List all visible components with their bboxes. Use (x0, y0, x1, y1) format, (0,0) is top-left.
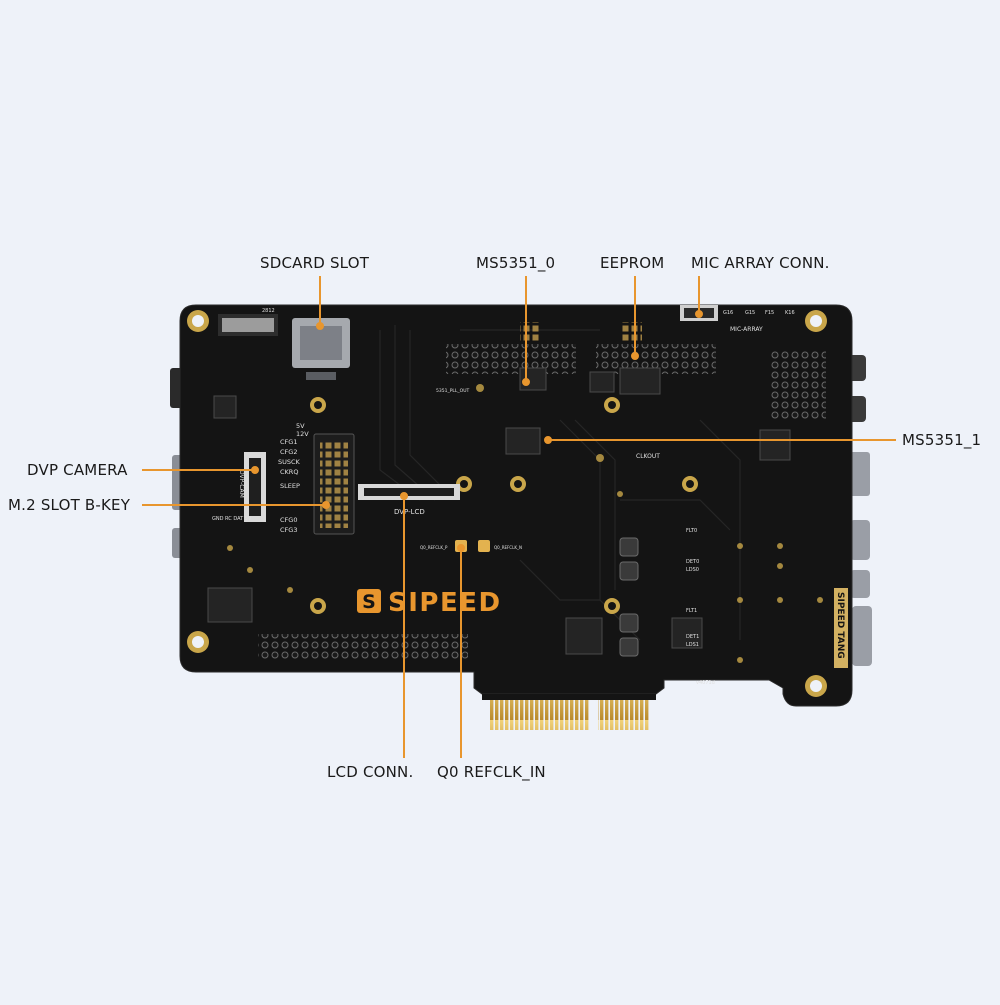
silk-cfg3: CFG3 (280, 526, 297, 534)
silk-sleep: SLEEP (280, 482, 300, 490)
silkscreen: CFG1 CFG2 SUSCK CKRQ SLEEP CFG0 CFG3 5V … (212, 308, 795, 686)
label-eeprom: EEPROM (600, 254, 665, 272)
label-mic-array-conn: MIC ARRAY CONN. (691, 254, 830, 272)
sipeed-logo: S SIPEED (357, 588, 502, 618)
svg-text:S: S (362, 591, 376, 613)
silk-flt1: FLT1 (686, 608, 697, 614)
label-m2-slot: M.2 SLOT B-KEY (8, 496, 131, 514)
silk-lds0: LDS0 (686, 567, 699, 573)
silk-flt0: FLT0 (686, 528, 697, 534)
label-dvp-camera: DVP CAMERA (27, 461, 128, 479)
label-ms5351-1: MS5351_1 (902, 431, 982, 449)
jumper-pins-right (622, 322, 642, 342)
silk-f15: F15 (765, 310, 774, 316)
header-right (770, 350, 826, 420)
silk-lds1: LDS1 (686, 642, 699, 648)
silk-g15: G15 (745, 310, 755, 316)
jumper-pins-left (520, 322, 540, 342)
header-top-left (446, 344, 576, 374)
logo-text: SIPEED (388, 588, 502, 618)
silk-dvp-cam: DVP-CAM (238, 470, 245, 498)
silk-det0: DET0 (686, 559, 699, 565)
silk-susck: SUSCK (278, 458, 301, 466)
sdcard-slot-component (292, 318, 350, 380)
silk-pll-out: 5351_PLL_OUT (436, 388, 470, 394)
m2-slot-connector (313, 433, 355, 535)
pcb-board (179, 304, 853, 707)
label-ms5351-0: MS5351_0 (476, 254, 556, 272)
silk-5v: 5V (296, 422, 305, 430)
label-sdcard-slot: SDCARD SLOT (260, 254, 370, 272)
silk-det1: DET1 (686, 634, 699, 640)
label-q0-refclk: Q0 REFCLK_IN (437, 763, 546, 781)
inductors (619, 537, 639, 657)
silk-2812: 2812 (262, 308, 275, 314)
silk-12v: 12V (296, 430, 309, 438)
ic-components (207, 367, 791, 655)
silk-cfg2: CFG2 (280, 448, 297, 456)
silk-rev: v4071d (696, 680, 715, 686)
silk-mic-array: MIC-ARRAY (730, 326, 763, 333)
small-pads (227, 384, 823, 663)
silk-k16: K16 (785, 310, 795, 316)
mounting-holes (187, 310, 827, 697)
silk-g16: G16 (723, 310, 733, 316)
silk-cfg0: CFG0 (280, 516, 297, 524)
dvp-camera-connector (244, 452, 266, 522)
silk-ckrq: CKRQ (280, 468, 298, 476)
side-connectors (170, 355, 872, 666)
silk-clkout: CLKOUT (636, 453, 660, 460)
header-bottom (258, 634, 468, 660)
side-brand-text-overlay: SIPEED TANG (835, 592, 845, 659)
dip-switch (218, 314, 278, 336)
silk-refclk-p: Q0_REFCLK_P (420, 545, 448, 550)
callout-leaders (142, 276, 896, 758)
silk-cfg1: CFG1 (280, 438, 297, 446)
lcd-fpc-connector (358, 484, 460, 500)
silk-dvp-lcd: DVP-LCD (394, 508, 425, 516)
silk-gnd-row: GND RC DAT 5V (212, 516, 252, 522)
silk-refclk-n: Q0_REFCLK_N (494, 545, 522, 550)
label-lcd-conn: LCD CONN. (327, 763, 414, 781)
